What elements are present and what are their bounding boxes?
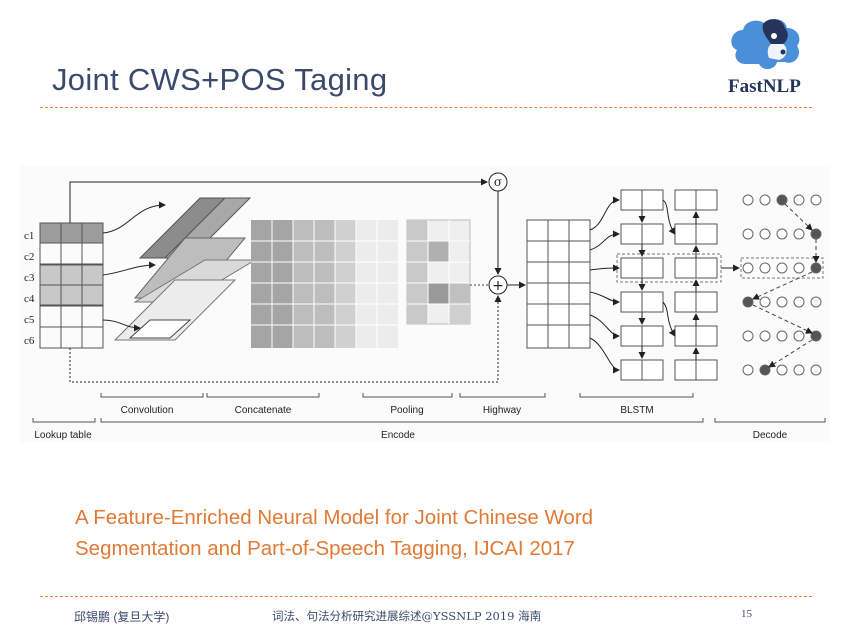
slide-title: Joint CWS+POS Taging [52, 62, 388, 97]
bottom-divider [40, 596, 812, 597]
decode-lattice [742, 194, 822, 376]
char-label: c2 [24, 251, 34, 263]
char-label: c5 [24, 314, 35, 326]
lookup-table [39, 222, 104, 349]
sigma-symbol: σ [494, 175, 502, 189]
page-number: 15 [741, 608, 752, 620]
pooling-label: Pooling [390, 405, 423, 416]
char-label: c4 [24, 293, 35, 305]
concatenate-label: Concatenate [235, 405, 292, 416]
lookup-table-label: Lookup table [34, 430, 92, 441]
plus-symbol: + [492, 278, 504, 294]
footer-talk-title: 词法、句法分析研究进展综述@YSSNLP 2019 海南 [272, 609, 542, 623]
citation-line-1: A Feature-Enriched Neural Model for Join… [75, 506, 594, 529]
fastnlp-logo [723, 10, 829, 102]
convolution-label: Convolution [121, 405, 174, 416]
char-label: c3 [24, 272, 35, 284]
logo-text: FastNLP [728, 76, 801, 97]
blstm-label: BLSTM [620, 405, 653, 416]
highway-label: Highway [483, 405, 521, 416]
char-label: c6 [24, 335, 35, 347]
paper-citation: A Feature-Enriched Neural Model for Join… [75, 502, 593, 564]
char-label: c1 [24, 230, 34, 242]
citation-line-2: Segmentation and Part-of-Speech Tagging,… [75, 537, 575, 560]
decode-label: Decode [753, 430, 788, 441]
convolution-maps [113, 197, 257, 341]
encode-label: Encode [381, 430, 415, 441]
top-divider [40, 107, 812, 108]
footer-author: 邱锡鹏 (复旦大学) [74, 610, 170, 624]
highway-grid [526, 219, 591, 349]
concatenate-grid [251, 220, 398, 348]
architecture-diagram: c1 c2 c3 c4 c5 c6 [20, 165, 830, 443]
brain-puzzle-icon [731, 19, 800, 70]
pooling-grid [406, 219, 471, 325]
